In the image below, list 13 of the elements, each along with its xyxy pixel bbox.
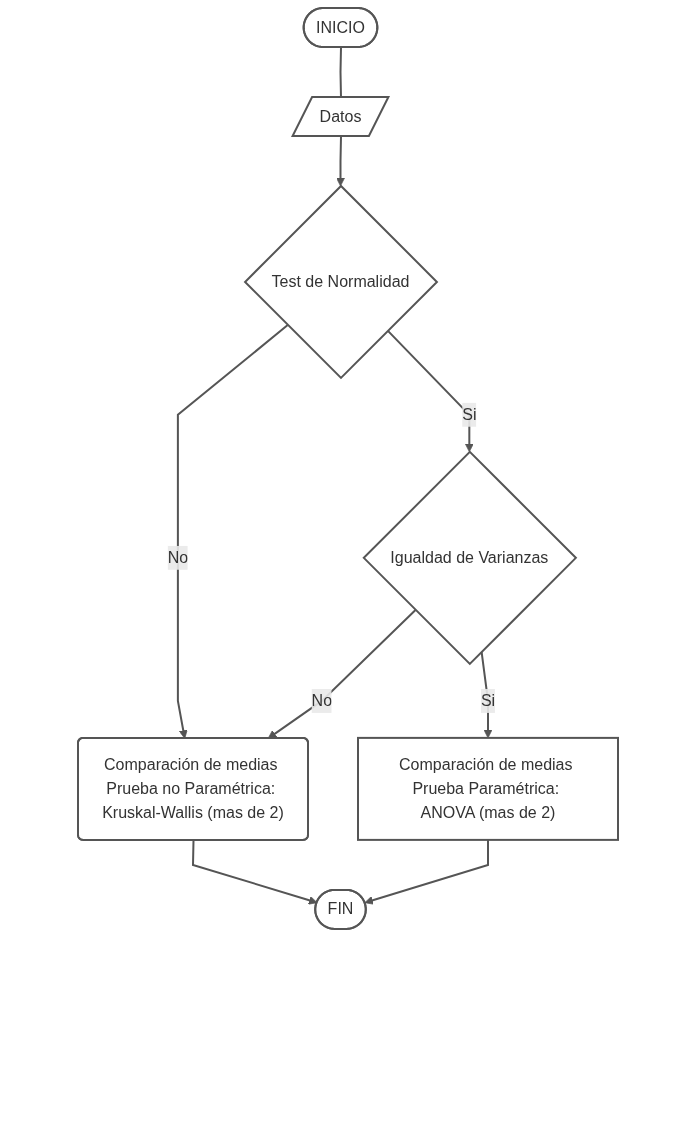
node-box: Comparación de medias Prueba Paramétrica: ANOVA (mas de 2) xyxy=(357,736,619,841)
edge-label: No xyxy=(167,548,189,566)
node-diamond: Igualdad de Varianzas xyxy=(362,450,578,666)
edge-label: Si xyxy=(462,405,477,423)
node-diamond: Test de Normalidad xyxy=(243,184,439,380)
arrow xyxy=(364,838,489,905)
edge-label: No xyxy=(311,691,333,709)
arrow xyxy=(267,609,417,739)
node-text: Comparación de medias Prueba no Paramétrica: Kruskal-Wallis (mas de 2) xyxy=(102,755,284,821)
arrow xyxy=(176,324,289,739)
arrow xyxy=(192,839,318,905)
edge-label: Si xyxy=(480,691,496,709)
arrow xyxy=(386,329,474,453)
